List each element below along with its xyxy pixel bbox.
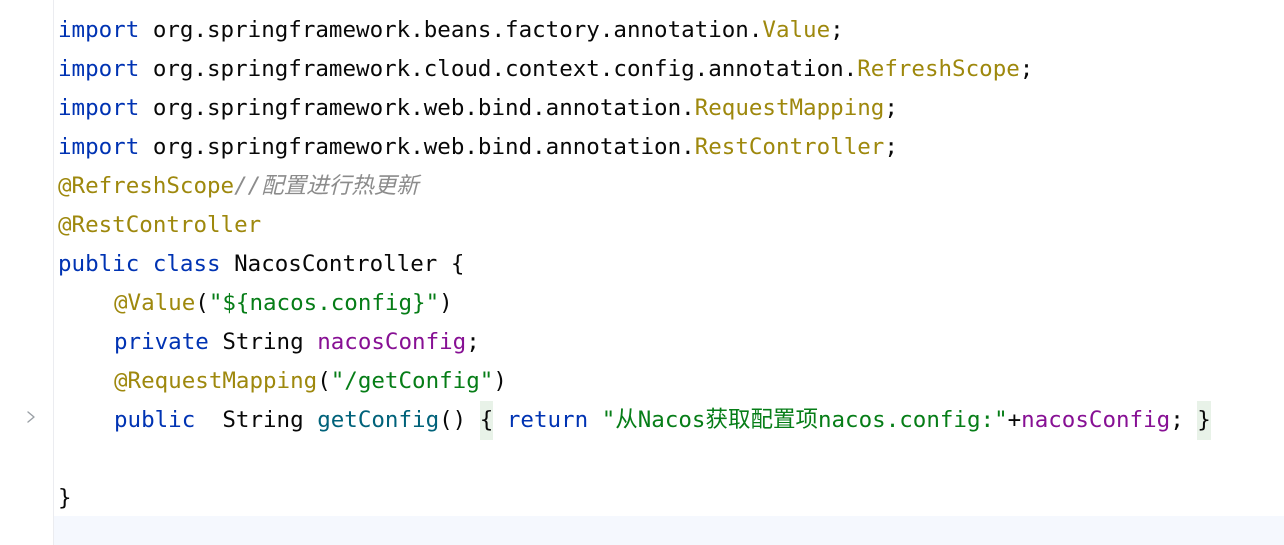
package-path: org.springframework.cloud.context.config… xyxy=(152,56,858,82)
open-paren: ( xyxy=(195,290,209,316)
code-line-7: public class NacosController { xyxy=(58,245,1284,284)
private-keyword: private xyxy=(114,329,209,355)
field-name: nacosConfig xyxy=(1021,407,1171,433)
folded-open-brace[interactable]: { xyxy=(479,401,494,440)
annotation: @RefreshScope xyxy=(58,173,235,199)
close-paren: ) xyxy=(439,290,453,316)
annotation: @RequestMapping xyxy=(114,368,318,394)
annotation: @RestController xyxy=(58,212,262,238)
package-path: org.springframework.web.bind.annotation. xyxy=(152,95,695,121)
imported-class: RestController xyxy=(694,134,885,160)
semicolon: ; xyxy=(884,95,898,121)
import-keyword: import xyxy=(58,95,140,121)
code-line-3: import org.springframework.web.bind.anno… xyxy=(58,89,1284,128)
type-name: String xyxy=(222,407,304,433)
semicolon: ; xyxy=(1019,56,1034,82)
open-brace: { xyxy=(450,251,465,277)
code-line-12 xyxy=(58,440,1284,479)
imported-class: RefreshScope xyxy=(857,56,1020,82)
string-literal: "从Nacos获取配置项nacos.config:" xyxy=(601,407,1008,433)
code-line-8: @Value("${nacos.config}") xyxy=(58,284,1284,323)
folded-close-brace[interactable]: } xyxy=(1197,401,1211,440)
class-keyword: class xyxy=(152,251,221,277)
class-name: NacosController xyxy=(234,251,438,277)
code-line-13: } xyxy=(58,479,1284,518)
method-name: getConfig xyxy=(317,407,440,433)
code-line-11: public String getConfig() { return "从Nac… xyxy=(58,401,1284,440)
code-line-1: import org.springframework.beans.factory… xyxy=(58,11,1284,50)
code-area[interactable]: import org.springframework.beans.factory… xyxy=(58,11,1284,518)
package-path: org.springframework.beans.factory.annota… xyxy=(152,17,763,43)
import-keyword: import xyxy=(58,17,140,43)
code-line-2: import org.springframework.cloud.context… xyxy=(58,50,1284,89)
type-name: String xyxy=(222,329,304,355)
field-name: nacosConfig xyxy=(317,329,467,355)
public-keyword: public xyxy=(114,407,196,433)
open-paren: ( xyxy=(317,368,331,394)
package-path: org.springframework.web.bind.annotation. xyxy=(152,134,695,160)
semicolon: ; xyxy=(830,17,844,43)
semicolon: ; xyxy=(884,134,898,160)
string-literal: "${nacos.config}" xyxy=(208,290,440,316)
close-paren: ) xyxy=(493,368,507,394)
import-keyword: import xyxy=(58,56,140,82)
chevron-right-icon[interactable] xyxy=(24,410,38,424)
plus-operator: + xyxy=(1007,407,1022,433)
imported-class: Value xyxy=(762,17,831,43)
semicolon: ; xyxy=(1170,407,1184,433)
caret-line-highlight xyxy=(54,516,1284,545)
editor-gutter xyxy=(0,0,54,545)
return-keyword: return xyxy=(506,407,589,433)
code-line-9: private String nacosConfig; xyxy=(58,323,1284,362)
comment: //配置进行热更新 xyxy=(234,173,419,199)
import-keyword: import xyxy=(58,134,140,160)
code-line-4: import org.springframework.web.bind.anno… xyxy=(58,128,1284,167)
code-line-6: @RestController xyxy=(58,206,1284,245)
string-literal: "/getConfig" xyxy=(330,368,494,394)
close-brace: } xyxy=(58,485,72,511)
public-keyword: public xyxy=(58,251,140,277)
code-line-5: @RefreshScope//配置进行热更新 xyxy=(58,167,1284,206)
code-line-10: @RequestMapping("/getConfig") xyxy=(58,362,1284,401)
parens: () xyxy=(439,407,467,433)
semicolon: ; xyxy=(466,329,480,355)
imported-class: RequestMapping xyxy=(694,95,885,121)
annotation: @Value xyxy=(114,290,196,316)
